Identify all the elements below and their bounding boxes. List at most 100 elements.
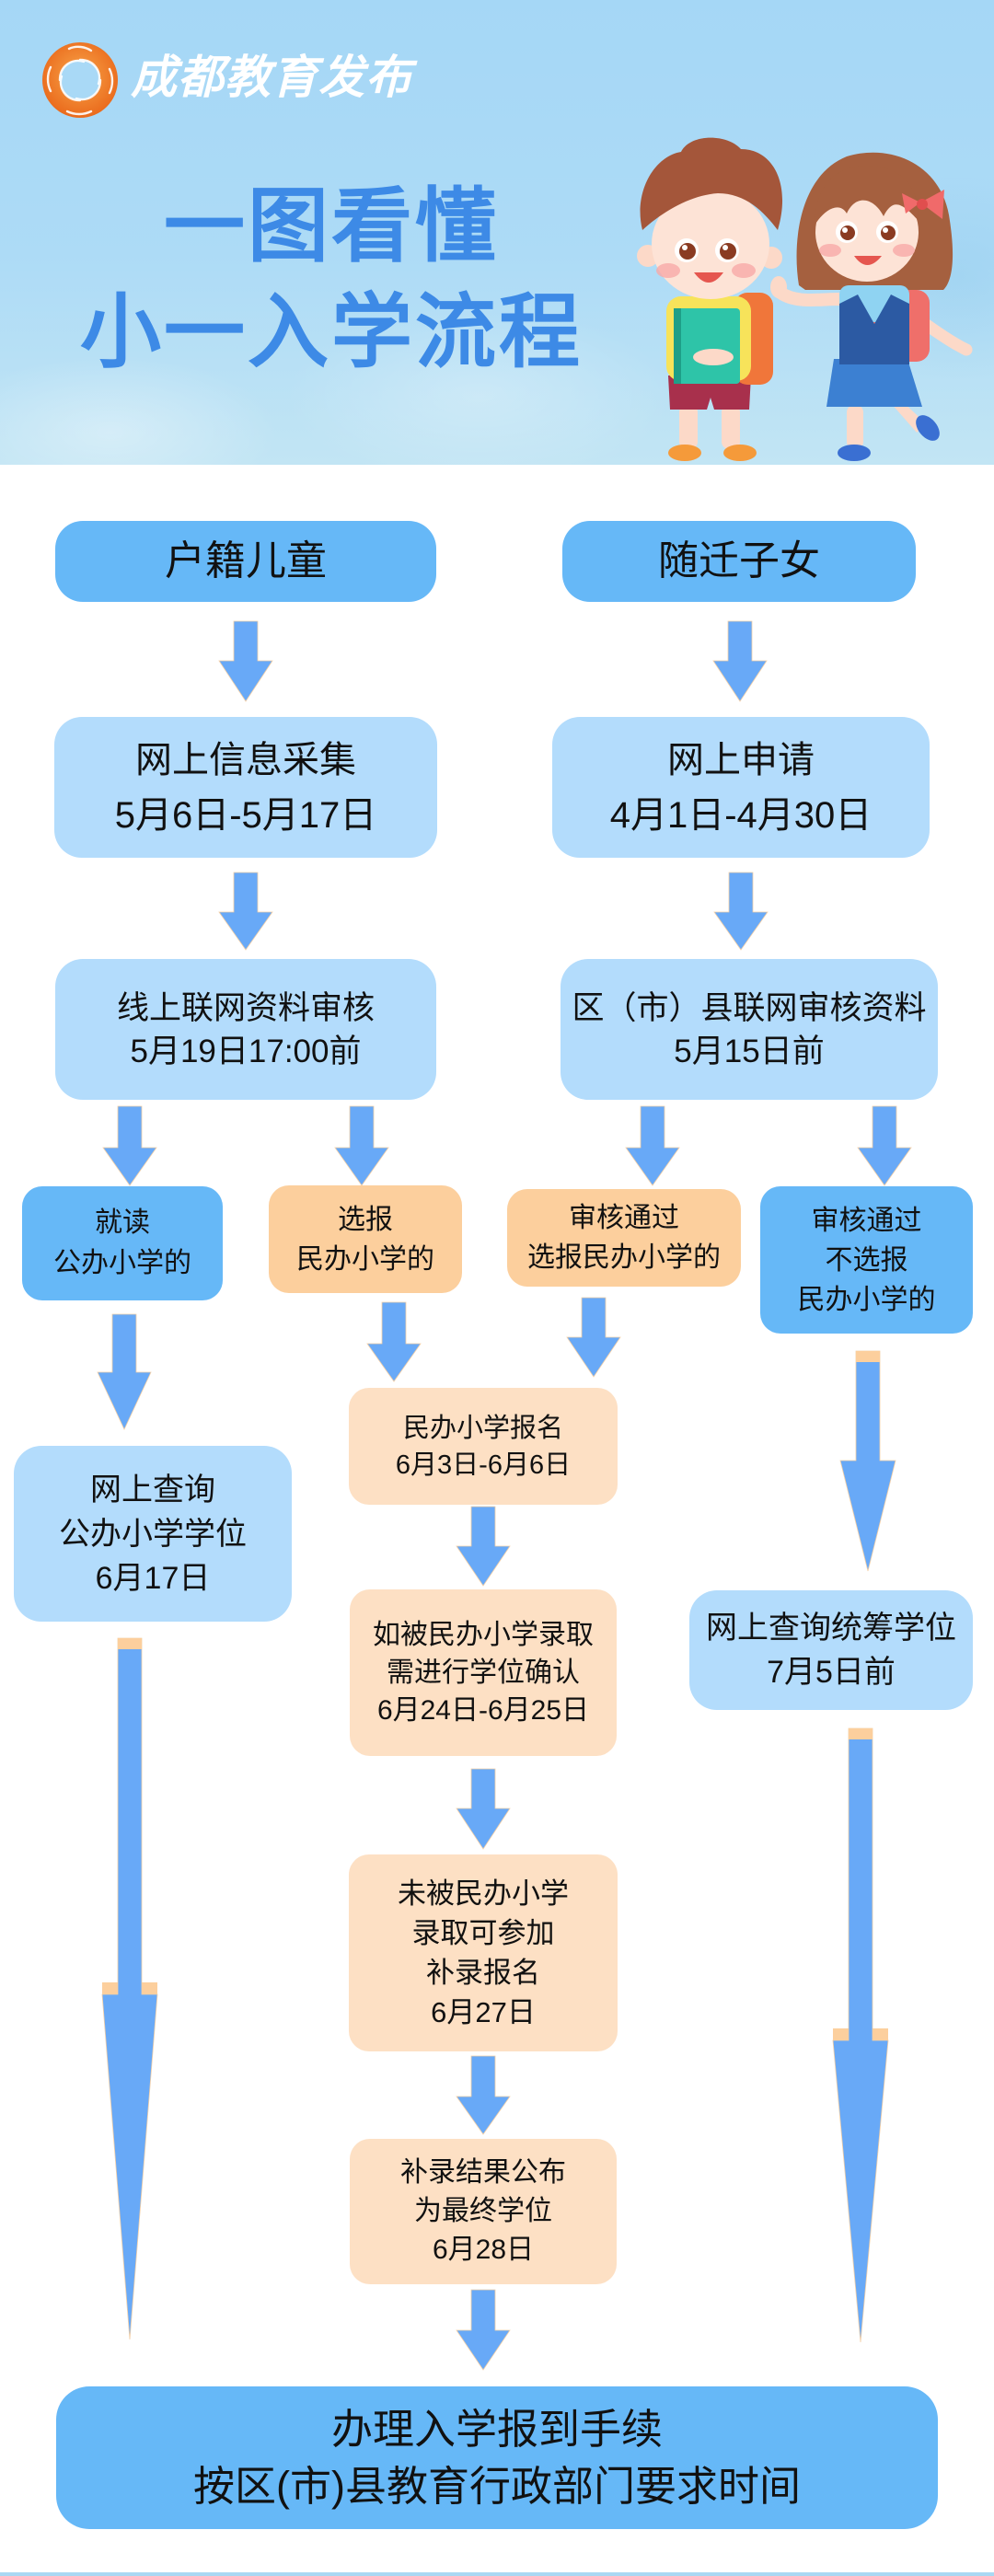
- node-supplementary-results: 补录结果公布 为最终学位 6月28日: [350, 2139, 617, 2284]
- node-label: 随迁子女: [658, 538, 820, 583]
- node-label: 就读: [95, 1207, 150, 1238]
- node-label: 办理入学报到手续: [330, 2405, 663, 2453]
- node-label: 录取可参加: [411, 1917, 555, 1949]
- down-arrow-icon: [366, 1301, 422, 1382]
- node-private-school-registration: 民办小学报名 6月3日-6月6日: [349, 1388, 618, 1505]
- node-date: 6月24日-6月25日: [376, 1695, 590, 1726]
- node-label: 网上信息采集: [135, 739, 356, 780]
- node-label: 未被民办小学: [398, 1877, 569, 1910]
- node-date: 6月28日: [432, 2235, 535, 2265]
- title-line-2: 小一入学流程: [79, 286, 583, 377]
- node-enrollment-procedures: 办理入学报到手续 按区(市)县教育行政部门要求时间: [56, 2386, 938, 2529]
- arrow-private-choice-to-registration: [366, 1301, 422, 1382]
- node-migrant-children: 随迁子女: [562, 521, 916, 602]
- node-date: 5月15日前: [674, 1033, 825, 1069]
- node-label: 按区(市)县教育行政部门要求时间: [193, 2462, 801, 2510]
- brand-name: 成都教育发布: [131, 52, 412, 103]
- node-online-info-collection: 网上信息采集 5月6日-5月17日: [54, 717, 437, 858]
- node-date: 7月5日前: [767, 1655, 896, 1690]
- down-arrow-icon: [625, 1105, 680, 1186]
- node-online-application: 网上申请 4月1日-4月30日: [552, 717, 930, 858]
- arrow-confirmation-to-supplementary: [456, 1768, 511, 1850]
- down-arrow-icon: [713, 872, 769, 951]
- node-label: 审核通过: [811, 1205, 922, 1236]
- node-label: 不选报: [825, 1244, 908, 1276]
- node-placement-confirmation: 如被民办小学录取 需进行学位确认 6月24日-6月25日: [350, 1589, 617, 1756]
- down-arrow-icon: [102, 1105, 157, 1186]
- arrow-public-school-to-query: [97, 1313, 152, 1430]
- arrow-top-cap: [849, 1728, 873, 1739]
- down-arrow-icon: [566, 1297, 621, 1378]
- arrow-shoulder-cap: [833, 2028, 888, 2040]
- node-date: 6月27日: [431, 1996, 536, 2028]
- title-line-1: 一图看懂: [163, 180, 499, 271]
- node-label: 公办小学的: [53, 1248, 191, 1278]
- down-arrow-icon: [97, 1313, 152, 1430]
- node-label: 民办小学报名: [402, 1413, 563, 1443]
- down-arrow-icon: [456, 1506, 511, 1587]
- node-label: 选报民办小学的: [527, 1242, 721, 1273]
- node-label: 区（市）县联网审核资料: [572, 989, 927, 1026]
- node-label: 补录结果公布: [400, 2157, 566, 2188]
- node-label: 网上查询: [90, 1472, 215, 1507]
- bottom-strip: [0, 2572, 994, 2576]
- node-label: 选报: [338, 1204, 393, 1235]
- arrow-no-private-to-coordinated-query: [839, 1350, 896, 1572]
- node-label: 为最终学位: [414, 2196, 552, 2226]
- node-attend-public-school: 就读 公办小学的: [22, 1186, 223, 1300]
- arrow-results-to-enrollment: [456, 2289, 511, 2371]
- down-arrow-icon: [456, 2055, 511, 2135]
- node-label: 需进行学位确认: [387, 1658, 580, 1688]
- arrow-migrant-to-online-application: [712, 620, 768, 702]
- node-date: 5月6日-5月17日: [114, 794, 377, 836]
- down-arrow-icon: [839, 1350, 896, 1572]
- node-date: 5月19日17:00前: [130, 1033, 362, 1069]
- chengdu-education-logo-icon: [42, 42, 118, 118]
- arrow-registration-to-confirmation: [456, 1506, 511, 1587]
- node-date: 6月3日-6月6日: [395, 1450, 572, 1480]
- arrow-district-to-approved-no-private: [857, 1105, 912, 1186]
- down-arrow-icon: [218, 620, 273, 702]
- node-hukou-children: 户籍儿童: [55, 521, 436, 602]
- node-query-public-placement: 网上查询 公办小学学位 6月17日: [14, 1446, 292, 1622]
- node-label: 民办小学的: [797, 1284, 936, 1315]
- arrow-coordinated-query-to-enrollment: [832, 1727, 889, 2343]
- down-arrow-icon: [101, 1637, 158, 2340]
- arrow-hukou-to-info-collection: [218, 620, 273, 702]
- arrow-review-to-public-school: [102, 1105, 157, 1186]
- node-label: 网上申请: [667, 739, 815, 780]
- node-label: 网上查询统筹学位: [706, 1611, 956, 1646]
- node-label: 户籍儿童: [165, 538, 327, 583]
- arrow-district-to-approved-private: [625, 1105, 680, 1186]
- arrow-shoulder-cap: [102, 1982, 157, 1994]
- node-online-document-review: 线上联网资料审核 5月19日17:00前: [55, 959, 436, 1100]
- header-banner: 成都教育发布 一图看懂 小一入学流程: [0, 0, 994, 465]
- node-query-coordinated-placement: 网上查询统筹学位 7月5日前: [689, 1590, 973, 1710]
- down-arrow-icon: [334, 1105, 389, 1186]
- down-arrow-icon: [456, 1768, 511, 1850]
- node-approved-choose-private: 审核通过 选报民办小学的: [507, 1189, 741, 1287]
- arrow-approved-private-to-registration: [566, 1297, 621, 1378]
- down-arrow-icon: [832, 1727, 889, 2343]
- arrow-application-to-district-review: [713, 872, 769, 951]
- node-approved-no-private: 审核通过 不选报 民办小学的: [760, 1186, 973, 1334]
- girl-figure: [770, 152, 973, 461]
- arrow-top-cap: [856, 1351, 880, 1362]
- arrow-review-to-private-school: [334, 1105, 389, 1186]
- arrow-public-query-to-enrollment: [101, 1637, 158, 2340]
- node-label: 审核通过: [569, 1203, 679, 1233]
- students-illustration: [637, 137, 973, 461]
- node-label: 公办小学学位: [59, 1516, 247, 1552]
- node-label: 如被民办小学录取: [373, 1620, 594, 1650]
- down-arrow-icon: [712, 620, 768, 702]
- node-date: 4月1日-4月30日: [609, 794, 873, 836]
- down-arrow-icon: [456, 2289, 511, 2371]
- node-label: 民办小学的: [296, 1243, 434, 1275]
- boy-figure: [637, 137, 783, 461]
- node-district-document-review: 区（市）县联网审核资料 5月15日前: [561, 959, 938, 1100]
- node-supplementary-registration: 未被民办小学 录取可参加 补录报名 6月27日: [349, 1854, 618, 2051]
- node-date: 6月17日: [95, 1560, 211, 1596]
- node-label: 线上联网资料审核: [116, 989, 375, 1026]
- down-arrow-icon: [857, 1105, 912, 1186]
